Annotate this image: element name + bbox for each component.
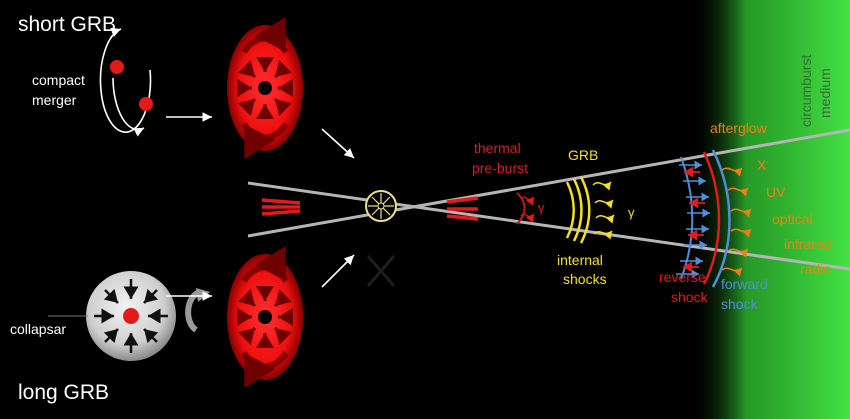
reverse-shock-label-line2: shock: [671, 289, 709, 305]
x-band-label: X: [757, 157, 767, 173]
internal-shocks-label-line1: internal: [557, 252, 603, 268]
thermal-label-line1: thermal: [474, 140, 521, 156]
circumburst-label-line2: medium: [817, 68, 833, 118]
reverse-shock-label-line1: reverse: [659, 269, 706, 285]
internal-shocks-label-line2: shocks: [563, 271, 607, 287]
afterglow-label: afterglow: [710, 120, 768, 136]
gamma-grb-label: γ: [628, 205, 635, 220]
compact-merger-label-line2: merger: [32, 92, 77, 108]
collapsar-star: [48, 271, 210, 361]
jet-dashes-left: [261, 198, 301, 216]
collapsar-label: collapsar: [10, 321, 66, 337]
merger-remnant-blob: [227, 17, 303, 159]
faint-cross: [366, 255, 396, 287]
grb-label: GRB: [568, 147, 598, 163]
uv-band-label: UV: [766, 184, 786, 200]
jet-dashes-right: [446, 196, 479, 221]
radio-band-label: radio: [800, 261, 831, 277]
collapsar-remnant-blob: [227, 246, 303, 388]
gamma-thermal-label: γ: [538, 200, 545, 215]
internal-shocks: [565, 176, 615, 244]
circumburst-label-line1: circumburst: [798, 55, 814, 127]
compact-merger-label-line1: compact: [32, 72, 85, 88]
forward-shock-label-line2: shock: [721, 296, 759, 312]
short-grb-title: short GRB: [18, 13, 116, 36]
afterglow-shocks: [676, 149, 752, 288]
flow-arrows: [166, 112, 355, 301]
thermal-shell: [516, 192, 535, 225]
central-engine: [365, 190, 397, 222]
infrared-band-label: infrared: [784, 236, 831, 252]
compact-merger-orbit: [99, 27, 153, 137]
merger-star-bottom: [139, 97, 153, 111]
circumburst-medium-region: [690, 0, 850, 419]
forward-shock-label-line1: forward: [721, 276, 768, 292]
optical-band-label: optical: [772, 211, 812, 227]
merger-star-top: [110, 60, 124, 74]
jet-cone-lines: [247, 128, 850, 271]
long-grb-title: long GRB: [18, 381, 109, 404]
thermal-label-line2: pre-burst: [472, 160, 528, 176]
